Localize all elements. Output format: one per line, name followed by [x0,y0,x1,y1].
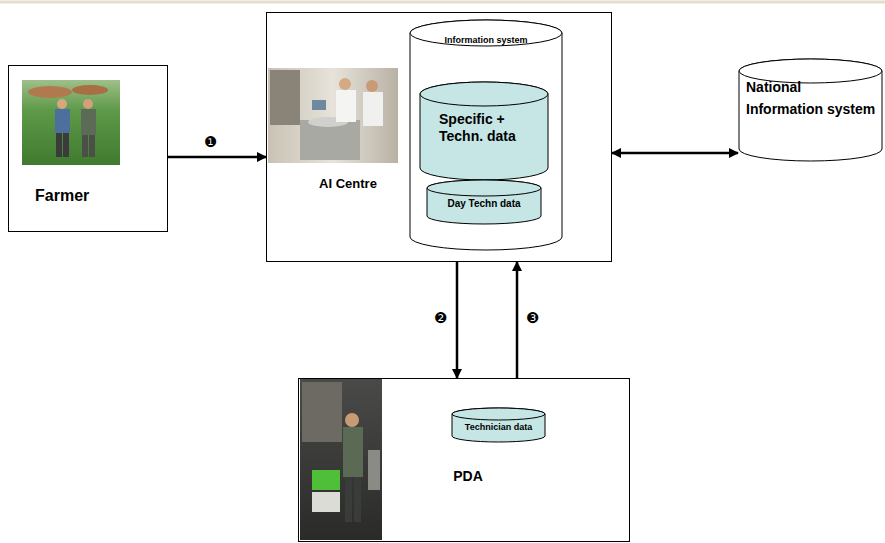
device-box: PDA Technician data [298,378,630,542]
node-label: Farmer [35,186,155,206]
centre-box: AI Centre Information systemSpecific + Te… [266,12,612,262]
pda-photo [300,379,382,540]
ai-centre-photo [268,68,398,163]
callout-number: ❶ [204,134,217,150]
database-cylinder: National Information system [738,58,883,162]
arrow-connector [612,152,738,155]
database-cylinder: Day Techn data [426,179,542,225]
callout-number: ❸ [526,310,539,326]
database-cylinder: Specific + Techn. data [419,81,549,181]
arrow-connector [168,156,266,159]
callout-number: ❷ [434,310,447,326]
node-label: PDA [438,467,498,485]
node-label: National Information system [746,76,876,120]
database-cylinder: Information systemSpecific + Techn. data… [409,19,563,251]
node-label: Information system [419,35,553,46]
top-rule [0,1,885,4]
node-label: Day Techn data [430,198,538,210]
node-label: Specific + Techn. data [439,111,544,145]
arrow-connector [516,262,519,378]
node-label: Technician data [453,422,544,433]
farmer-photo [22,80,120,165]
arrow-connector [456,262,459,378]
actor-box: Farmer [8,65,168,232]
database-cylinder: Technician data [451,407,546,443]
node-label: AI Centre [317,169,379,199]
